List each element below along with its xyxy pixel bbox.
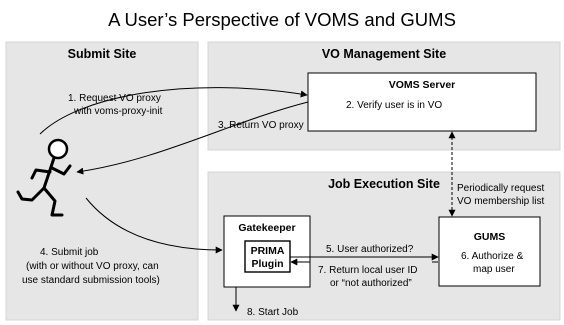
gums-box — [438, 216, 541, 287]
voms-server-text: 2. Verify user is in VO — [346, 100, 442, 111]
gums-line1: 6. Authorize & — [461, 251, 524, 262]
periodic-line2: VO membership list — [457, 196, 544, 207]
periodic-line1: Periodically request — [457, 183, 544, 194]
arrow-request-vo-proxy — [39, 87, 308, 135]
prima-plugin-box — [244, 240, 291, 273]
arrow-submit-job — [85, 197, 223, 254]
step4-line1: 4. Submit job — [40, 247, 99, 258]
step4-line2: (with or without VO proxy, can — [26, 261, 159, 272]
job-execution-site-title: Job Execution Site — [328, 177, 440, 191]
submit-site-panel — [5, 41, 199, 321]
vo-management-site-title: VO Management Site — [322, 47, 446, 61]
step4-line3: use standard submission tools) — [22, 275, 160, 286]
arrow-return-vo-proxy — [76, 101, 309, 175]
step7-line1: 7. Return local user ID — [318, 265, 418, 276]
prima-plugin-line1: PRIMA — [251, 245, 285, 257]
prima-plugin-line2: Plugin — [251, 258, 283, 270]
step3-label: 3. Return VO proxy — [218, 120, 304, 131]
step5-label: 5. User authorized? — [326, 244, 414, 255]
step8-label: 8. Start Job — [247, 307, 299, 318]
voms-server-title: VOMS Server — [389, 79, 456, 91]
gums-title: GUMS — [474, 231, 506, 243]
step1-line2: with voms-proxy-init — [73, 106, 163, 117]
diagram-title: A User’s Perspective of VOMS and GUMS — [108, 9, 456, 30]
voms-server-box — [307, 72, 537, 132]
submit-site-title: Submit Site — [68, 47, 137, 61]
stick-figure-runner-icon — [16, 138, 72, 217]
step7-line2: or “not authorized” — [330, 278, 412, 289]
gatekeeper-title: Gatekeeper — [238, 222, 295, 234]
gums-line2: map user — [473, 264, 515, 275]
